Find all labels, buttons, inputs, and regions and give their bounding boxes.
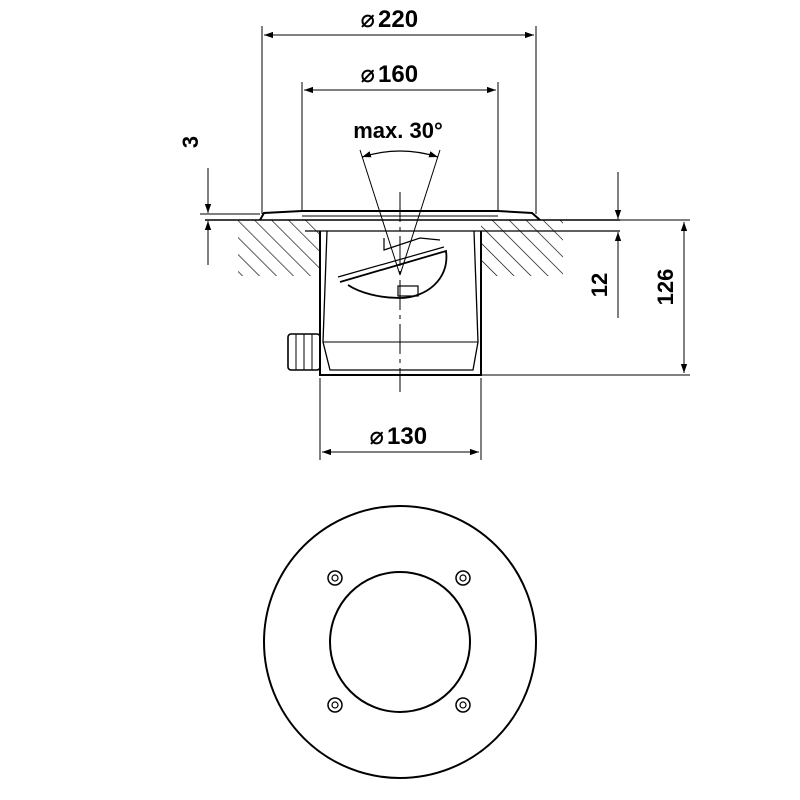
tilt-angle-indicator [359, 149, 441, 276]
diameter-symbol: ⌀ [361, 61, 375, 88]
dimension-inner-diameter: ⌀ 160 [301, 61, 499, 211]
screw-top-right [455, 570, 471, 586]
diameter-symbol: ⌀ [370, 423, 384, 450]
dimension-outer-diameter: ⌀ 220 [261, 6, 537, 214]
screw-bottom-left [327, 697, 343, 713]
ground-hatch-left [238, 220, 320, 276]
inner-opening [329, 571, 471, 713]
screw-top-left [327, 570, 343, 586]
dimension-total-height: 126 [481, 219, 690, 376]
total-height-value: 126 [653, 269, 678, 306]
diameter-symbol: ⌀ [361, 6, 375, 33]
top-view [263, 505, 537, 779]
screw-bottom-right [455, 697, 471, 713]
dimension-flange-thickness: 3 [178, 136, 212, 265]
inner-diameter-value: 160 [378, 61, 418, 88]
flange-thickness-value: 3 [178, 136, 203, 148]
cable-gland [287, 333, 321, 371]
base-diameter-value: 130 [387, 423, 427, 450]
dimension-base-diameter: ⌀ 130 [319, 378, 482, 460]
ground-hatch-right [481, 220, 563, 276]
dimension-recess-depth: 12 [587, 172, 622, 318]
side-view: max. 30° ⌀ 220 ⌀ 160 ⌀ 130 [178, 6, 690, 460]
tilt-angle-label: max. 30° [353, 118, 443, 143]
tilting-lamp [337, 237, 448, 299]
recess-depth-value: 12 [587, 273, 612, 297]
outer-ring [263, 505, 537, 779]
outer-diameter-value: 220 [378, 6, 418, 33]
